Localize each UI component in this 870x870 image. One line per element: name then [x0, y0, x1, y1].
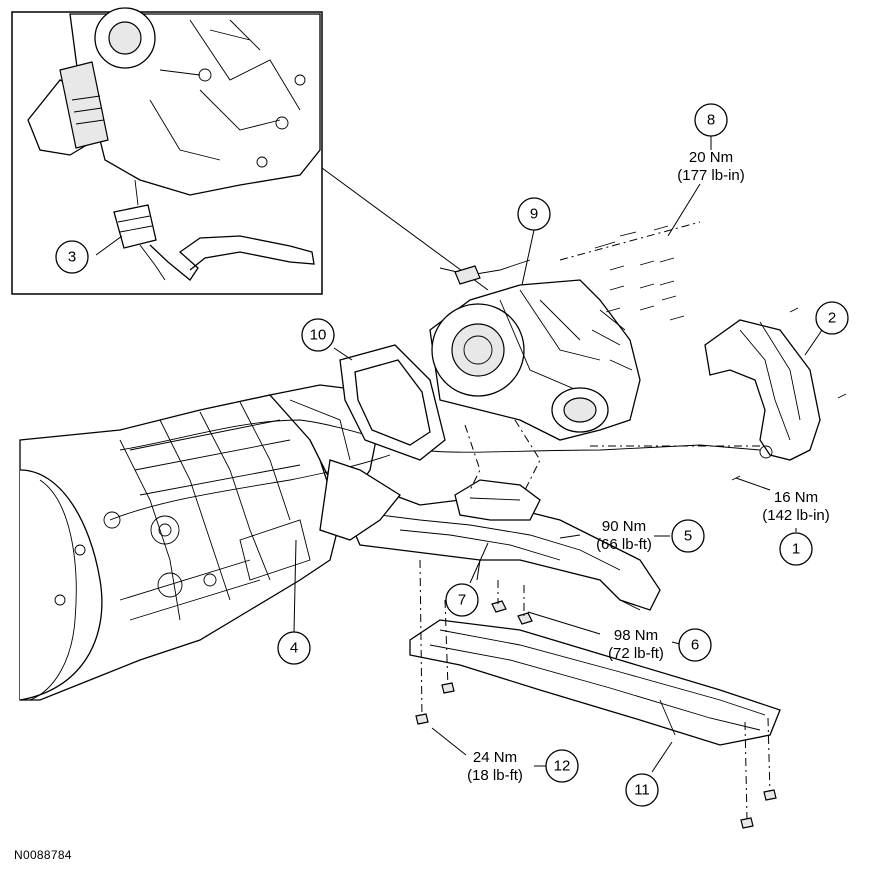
- svg-text:11: 11: [634, 782, 650, 799]
- callout-2: 2: [815, 301, 849, 335]
- svg-text:24 Nm: 24 Nm: [473, 749, 517, 766]
- svg-text:3: 3: [68, 249, 76, 266]
- callout-8: 8: [694, 103, 728, 137]
- svg-text:6: 6: [691, 637, 699, 654]
- svg-text:5: 5: [684, 528, 692, 545]
- callout-4: 4: [277, 631, 311, 665]
- torque-label-12: 24 Nm (18 lb-ft): [467, 749, 523, 784]
- svg-text:(142 lb-in): (142 lb-in): [762, 507, 830, 524]
- skid-plate: [409, 559, 781, 829]
- leader-lines: [95, 136, 823, 773]
- svg-text:4: 4: [290, 640, 298, 657]
- svg-text:(18 lb-ft): (18 lb-ft): [467, 767, 523, 784]
- svg-text:1: 1: [792, 541, 800, 558]
- callout-7: 7: [445, 583, 479, 617]
- gasket: [339, 344, 446, 461]
- figure-reference: N0088784: [14, 848, 72, 862]
- svg-text:2: 2: [828, 310, 836, 327]
- crossmember: [319, 419, 661, 611]
- svg-text:10: 10: [310, 327, 327, 344]
- svg-text:90 Nm: 90 Nm: [602, 518, 646, 535]
- callout-1: 1: [779, 532, 813, 566]
- svg-text:98 Nm: 98 Nm: [614, 627, 658, 644]
- torque-label-1: 16 Nm (142 lb-in): [762, 489, 830, 524]
- svg-text:9: 9: [530, 206, 538, 223]
- callout-6: 6: [678, 628, 712, 662]
- callout-9: 9: [517, 197, 551, 231]
- torque-label-5: 90 Nm (66 lb-ft): [596, 518, 652, 553]
- svg-text:16 Nm: 16 Nm: [774, 489, 818, 506]
- svg-text:(66 lb-ft): (66 lb-ft): [596, 536, 652, 553]
- transfer-case-bolts: [559, 221, 701, 321]
- svg-text:20 Nm: 20 Nm: [689, 149, 733, 166]
- svg-text:7: 7: [458, 592, 466, 609]
- callout-10: 10: [301, 318, 335, 352]
- svg-text:(72 lb-ft): (72 lb-ft): [608, 645, 664, 662]
- transfer-case: [429, 259, 641, 441]
- torque-label-6: 98 Nm (72 lb-ft): [608, 627, 664, 662]
- svg-text:8: 8: [707, 112, 715, 129]
- callout-5: 5: [671, 519, 705, 553]
- torque-label-8: 20 Nm (177 lb-in): [677, 149, 745, 184]
- callout-3: 3: [55, 240, 89, 274]
- crossmember-nuts: [491, 580, 533, 625]
- svg-text:12: 12: [554, 758, 571, 775]
- svg-text:(177 lb-in): (177 lb-in): [677, 167, 745, 184]
- callout-12: 12: [545, 749, 579, 783]
- callout-11: 11: [625, 773, 659, 807]
